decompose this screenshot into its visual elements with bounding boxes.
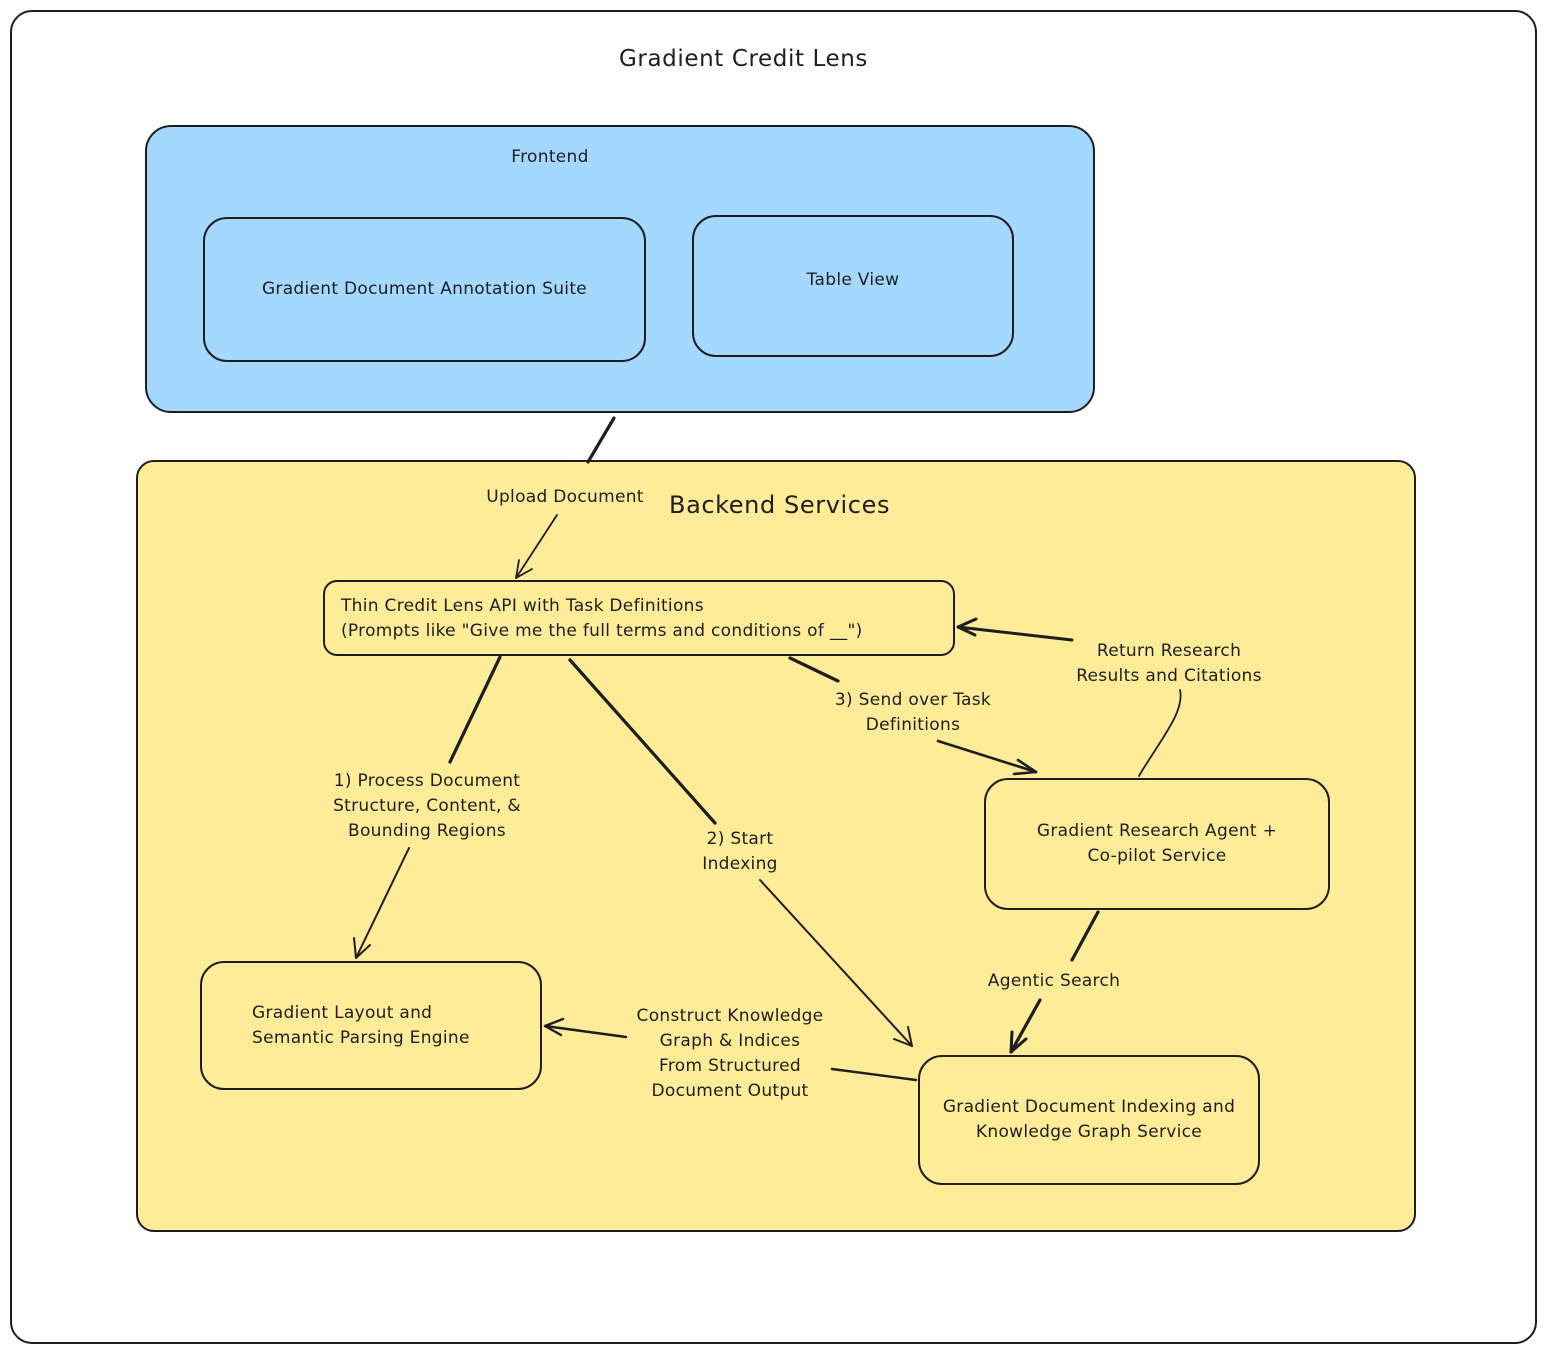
indexing-service-label: Gradient Document Indexing and Knowledge… xyxy=(942,1097,1236,1142)
annotation-suite-node[interactable]: Gradient Document Annotation Suite xyxy=(203,217,646,362)
backend-label: Backend Services xyxy=(669,491,891,519)
edge-label-indexing: 2) Start Indexing xyxy=(702,829,778,874)
edge-label-construct: Construct Knowledge Graph & Indices From… xyxy=(636,1006,824,1101)
api-node-title: Thin Credit Lens API with Task Definitio… xyxy=(341,596,704,616)
edge-label-agentic: Agentic Search xyxy=(987,971,1121,991)
api-node[interactable]: Thin Credit Lens API with Task Definitio… xyxy=(323,580,955,656)
edge-label-return: Return Research Results and Citations xyxy=(1076,641,1262,686)
table-view-node[interactable]: Table View xyxy=(692,215,1014,357)
api-node-subtitle: (Prompts like "Give me the full terms an… xyxy=(341,621,863,641)
frontend-label: Frontend xyxy=(511,147,589,167)
research-agent-node[interactable]: Gradient Research Agent + Co-pilot Servi… xyxy=(984,778,1330,910)
diagram-title: Gradient Credit Lens xyxy=(619,46,869,72)
layout-engine-label: Gradient Layout and Semantic Parsing Eng… xyxy=(252,1002,470,1048)
edge-label-process: 1) Process Document Structure, Content, … xyxy=(333,771,521,841)
layout-engine-node[interactable]: Gradient Layout and Semantic Parsing Eng… xyxy=(200,961,542,1090)
research-agent-label: Gradient Research Agent + Co-pilot Servi… xyxy=(1036,821,1278,866)
edge-label-send: 3) Send over Task Definitions xyxy=(834,690,992,735)
edge-label-upload: Upload Document xyxy=(486,487,644,507)
indexing-service-node[interactable]: Gradient Document Indexing and Knowledge… xyxy=(918,1055,1260,1185)
